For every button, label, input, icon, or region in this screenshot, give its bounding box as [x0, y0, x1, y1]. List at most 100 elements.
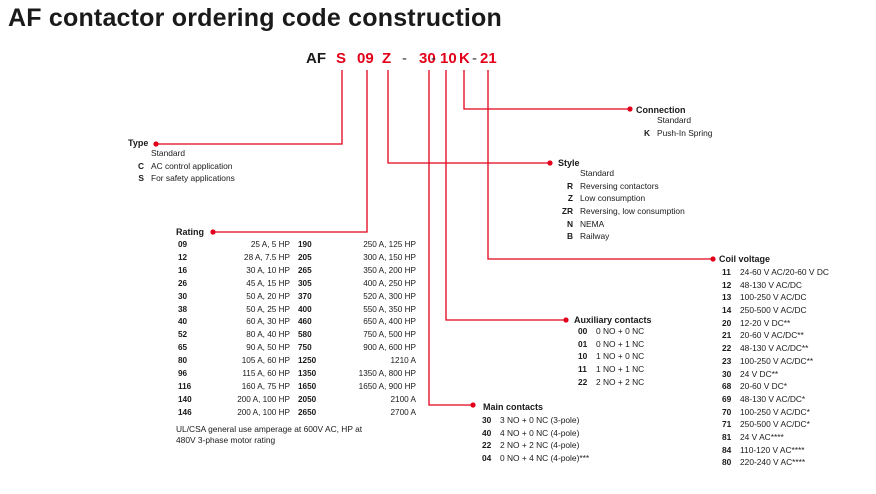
- option-label: 4 NO + 0 NC (4-pole): [500, 427, 580, 438]
- connection-dot: [627, 106, 633, 112]
- rating-code: 116: [178, 381, 192, 391]
- list-item: 11 1 NO + 1 NC: [578, 363, 644, 376]
- option-code: 20: [722, 317, 732, 328]
- option-code: 30: [482, 415, 492, 425]
- option-label: 3 NO + 0 NC (3-pole): [500, 415, 580, 425]
- rating-code: 38: [178, 304, 188, 314]
- option-label: 0 NO + 4 NC (4-pole)***: [500, 453, 590, 464]
- rating-code: 2050: [298, 394, 317, 404]
- option-code: 81: [722, 431, 732, 442]
- type-section: Type: [128, 138, 148, 148]
- option-code: 04: [482, 453, 492, 464]
- option-code: 22: [722, 343, 732, 354]
- rating-code: 205: [298, 252, 312, 262]
- rating-value: 2700 A: [390, 407, 417, 417]
- list-item: 20 12-20 V DC**: [722, 317, 829, 330]
- code-separator: -: [402, 50, 407, 67]
- option-code: 01: [578, 338, 588, 349]
- rating-code: 12: [178, 252, 188, 262]
- option-code: 80: [722, 457, 732, 468]
- rating-value: 45 A, 15 HP: [246, 278, 290, 288]
- rating-value: 90 A, 50 HP: [246, 343, 290, 353]
- type-dot: [153, 141, 159, 147]
- code-coil-voltage: 21: [480, 50, 497, 67]
- rating-code: 30: [178, 291, 188, 301]
- rating-code: 40: [178, 317, 188, 327]
- code-style: Z: [382, 50, 392, 67]
- rating-value: 80 A, 40 HP: [246, 330, 290, 340]
- main-contacts-connector: [428, 70, 472, 406]
- rating-value: 650 A, 400 HP: [363, 317, 416, 327]
- option-label: 250-500 V AC/DC: [740, 305, 807, 316]
- code-main-contacts: 30: [419, 50, 436, 67]
- list-item: Standard: [151, 148, 185, 158]
- rating-value: 160 A, 75 HP: [241, 381, 290, 391]
- option-label: 24 V DC**: [740, 368, 779, 379]
- option-label: 2 NO + 2 NC (4-pole): [500, 440, 580, 451]
- rating-code: 80: [178, 356, 188, 366]
- option-label: 12-20 V DC**: [740, 317, 791, 328]
- rating-code: 750: [298, 343, 312, 353]
- option-code: 00: [578, 326, 588, 336]
- rating-value: 200 A, 100 HP: [237, 407, 290, 417]
- option-code: 68: [722, 381, 732, 392]
- option-label: 2 NO + 2 NC: [596, 376, 645, 387]
- code-auxiliary-contacts: 10: [440, 50, 457, 67]
- rating-value: 300 A, 150 HP: [363, 252, 416, 262]
- list-item: Standard: [580, 168, 614, 178]
- option-code: 40: [482, 427, 492, 438]
- rating-value: 1210 A: [390, 356, 417, 366]
- table-row: 65 90 A, 50 HP 750 900 A, 600 HP: [178, 342, 416, 355]
- rating-code: 580: [298, 330, 312, 340]
- option-code: 70: [722, 406, 732, 417]
- option-label: 1 NO + 1 NC: [596, 364, 645, 375]
- option-code: 11: [578, 364, 587, 375]
- rating-code: 65: [178, 343, 188, 353]
- option-label: 24-60 V AC/20-60 V DC: [740, 267, 829, 277]
- list-item: 04 0 NO + 4 NC (4-pole)***: [482, 452, 589, 465]
- option-label: 48-130 V AC/DC**: [740, 343, 809, 354]
- option-code: 11: [722, 267, 731, 277]
- rating-value: 900 A, 600 HP: [363, 343, 416, 353]
- list-item: 11 24-60 V AC/20-60 V DC: [722, 266, 829, 279]
- rating-note: UL/CSA general use amperage at 600V AC, …: [176, 424, 363, 445]
- rating-code: 370: [298, 291, 312, 301]
- code-type: S: [336, 50, 347, 67]
- option-code: 71: [722, 419, 732, 430]
- rating-value: 750 A, 500 HP: [363, 330, 416, 340]
- style-connector: [387, 70, 549, 164]
- option-code: 10: [578, 351, 588, 362]
- option-code: 30: [722, 368, 732, 379]
- coil-voltage-dot: [710, 256, 716, 262]
- option-code: 13: [722, 292, 732, 303]
- auxiliary-contacts-connector: [445, 70, 565, 321]
- rating-value: 30 A, 10 HP: [246, 265, 290, 275]
